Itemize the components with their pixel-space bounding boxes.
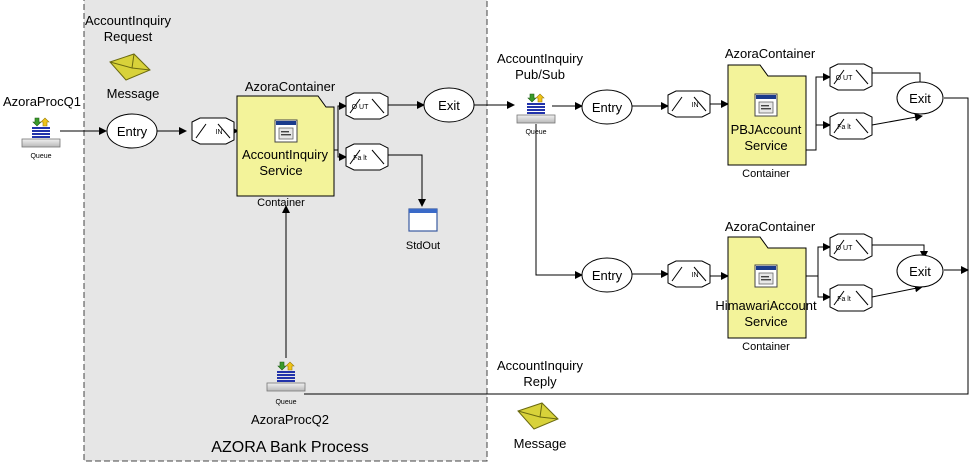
- exit-label: Exit: [909, 264, 931, 279]
- container-account-inquiry[interactable]: AzoraContainer AccountInquiry Service Co…: [236, 79, 336, 209]
- port-label: O UT: [836, 75, 853, 82]
- exit-node-pbj[interactable]: Exit: [896, 81, 944, 115]
- container-pbj[interactable]: AzoraContainer PBJAccount Service Contai…: [725, 46, 816, 180]
- stdout-label: StdOut: [406, 240, 440, 252]
- port-label: IN: [216, 129, 223, 136]
- in-port-himawari: IN: [667, 260, 711, 288]
- queue-azoraprocq2: Queue AzoraProcQ2: [251, 361, 329, 427]
- port-label: O UT: [836, 245, 853, 252]
- queue-kind: Queue: [525, 129, 546, 136]
- fault-port-pbj: Fa lt: [829, 112, 873, 140]
- message-title-line1: AccountInquiry: [497, 358, 583, 373]
- stdout-node: StdOut: [406, 208, 440, 252]
- exit-label: Exit: [909, 91, 931, 106]
- container-footer: Container: [257, 197, 305, 209]
- service-icon: [274, 119, 298, 143]
- message-reply: AccountInquiry Reply Message: [497, 358, 583, 451]
- exit-node-main[interactable]: Exit: [423, 87, 475, 123]
- message-title-line2: Reply: [523, 374, 557, 389]
- entry-label: Entry: [592, 100, 623, 115]
- in-port-pbj: IN: [667, 90, 711, 118]
- port-label: IN: [692, 272, 699, 279]
- out-port-himawari: O UT: [829, 233, 873, 261]
- service-line1: HimawariAccount: [715, 298, 817, 313]
- service-line2: Service: [259, 163, 302, 178]
- service-icon: [754, 264, 778, 288]
- queue-icon: [516, 93, 556, 124]
- container-header: AzoraContainer: [245, 79, 336, 94]
- in-port-main: IN: [191, 117, 235, 145]
- container-footer: Container: [742, 168, 790, 180]
- out-port-pbj: O UT: [829, 63, 873, 91]
- container-footer: Container: [742, 341, 790, 353]
- queue-name-line1: AccountInquiry: [497, 51, 583, 66]
- fault-port-main: Fa lt: [345, 143, 389, 171]
- container-header: AzoraContainer: [725, 219, 816, 234]
- container-himawari[interactable]: AzoraContainer HimawariAccount Service C…: [715, 219, 817, 353]
- out-port-main: O UT: [345, 92, 389, 120]
- queue-icon: [21, 117, 61, 148]
- queue-azoraprocq1: AzoraProcQ1 Queue: [3, 94, 81, 160]
- queue-pubsub: AccountInquiry Pub/Sub Queue: [497, 51, 583, 136]
- queue-kind: Queue: [30, 153, 51, 160]
- message-title-line1: AccountInquiry: [85, 13, 171, 28]
- port-label: Fa lt: [837, 124, 851, 131]
- port-label: Fa lt: [353, 155, 367, 162]
- queue-kind: Queue: [275, 399, 296, 406]
- exit-node-himawari[interactable]: Exit: [896, 254, 944, 288]
- message-label: Message: [107, 86, 160, 101]
- service-icon: [754, 93, 778, 117]
- port-label: IN: [692, 102, 699, 109]
- service-line1: AccountInquiry: [242, 147, 328, 162]
- message-title-line2: Request: [104, 29, 153, 44]
- fault-port-himawari: Fa lt: [829, 284, 873, 312]
- entry-node-himawari[interactable]: Entry: [581, 257, 633, 293]
- service-line2: Service: [744, 314, 787, 329]
- message-label: Message: [514, 436, 567, 451]
- entry-node-pbj[interactable]: Entry: [581, 89, 633, 125]
- connectors: [60, 72, 969, 395]
- exit-label: Exit: [438, 98, 460, 113]
- port-label: O UT: [352, 104, 369, 111]
- entry-label: Entry: [117, 124, 148, 139]
- port-label: Fa lt: [837, 296, 851, 303]
- queue-name: AzoraProcQ2: [251, 412, 329, 427]
- entry-node-main[interactable]: Entry: [106, 113, 158, 149]
- container-header: AzoraContainer: [725, 46, 816, 61]
- service-line1: PBJAccount: [731, 122, 802, 137]
- service-line2: Service: [744, 138, 787, 153]
- envelope-icon: [517, 402, 559, 430]
- queue-name: AzoraProcQ1: [3, 94, 81, 109]
- message-request: AccountInquiry Request Message: [85, 13, 171, 101]
- process-title: AZORA Bank Process: [211, 439, 368, 456]
- entry-label: Entry: [592, 268, 623, 283]
- queue-name-line2: Pub/Sub: [515, 67, 565, 82]
